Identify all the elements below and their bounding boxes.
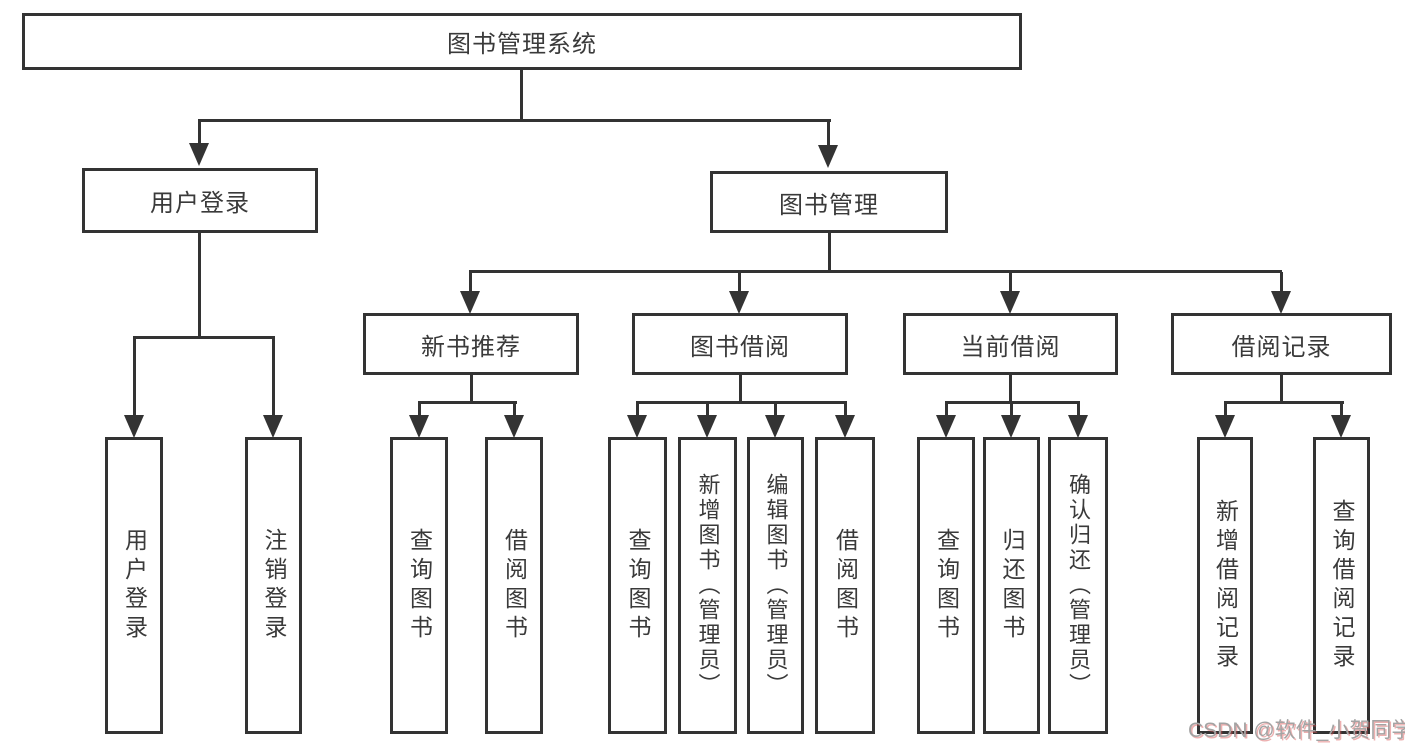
arrow-to-leaf-br-0-stem (1224, 403, 1227, 416)
leaf-label: 借阅图书 (501, 527, 528, 644)
connector-new-book-branch (418, 401, 517, 404)
connector-current-borrow-branch (945, 401, 1080, 404)
node-label: 用户登录 (150, 190, 250, 217)
leaf-br-query-record: 查询借阅记录 (1313, 437, 1370, 734)
connector-borrow-records-stem (1280, 375, 1283, 404)
leaf-nb-query-book: 查询图书 (390, 437, 448, 734)
leaf-br-add-record: 新增借阅记录 (1197, 437, 1253, 734)
connector-new-book-stem (470, 375, 473, 404)
node-new-book: 新书推荐 (363, 313, 579, 375)
arrow-to-book-borrow-stem (738, 272, 741, 292)
connector-root-stem (520, 70, 523, 121)
leaf-label: 注销登录 (261, 527, 287, 644)
connector-user-login-stem (198, 233, 201, 339)
leaf-bb-borrow-book: 借阅图书 (815, 437, 875, 734)
node-label: 当前借阅 (960, 333, 1061, 361)
node-label: 借阅记录 (1231, 333, 1332, 361)
leaf-logout: 注销登录 (245, 437, 302, 734)
leaf-bb-add-book-admin: 新增图书（管理员） (678, 437, 737, 734)
leaf-label: 借阅图书 (832, 527, 859, 644)
arrow-to-book-mgmt-stem (827, 120, 830, 146)
arrow-to-user-login-stem (198, 120, 201, 144)
arrow-to-leaf-logout-stem (272, 338, 275, 417)
arrow-to-new-book-stem (469, 272, 472, 292)
arrow-to-leaf-cb-0-head (936, 415, 956, 438)
leaf-label: 编辑图书（管理员） (763, 473, 789, 698)
arrow-to-current-borrow-stem (1009, 272, 1012, 292)
leaf-label: 新增图书（管理员） (695, 473, 721, 698)
arrow-to-leaf-cb-2-head (1068, 415, 1088, 438)
connector-book-mgmt-stem (828, 233, 831, 273)
leaf-label: 确认归还（管理员） (1066, 473, 1091, 698)
arrow-to-borrow-records-head (1271, 291, 1291, 314)
leaf-cb-query-book: 查询图书 (917, 437, 975, 734)
leaf-label: 归还图书 (999, 527, 1025, 644)
arrow-to-leaf-user-login-stem (133, 338, 136, 417)
leaf-label: 查询图书 (406, 527, 433, 644)
connector-book-mgmt-branch (469, 270, 1282, 273)
leaf-cb-confirm-return-admin: 确认归还（管理员） (1048, 437, 1108, 734)
arrow-to-borrow-records-stem (1280, 272, 1283, 292)
arrow-to-leaf-bb-1-stem (706, 403, 709, 416)
arrow-to-leaf-br-0-head (1215, 415, 1235, 438)
connector-current-borrow-stem (1009, 375, 1012, 404)
node-label: 图书管理系统 (447, 31, 597, 58)
connector-borrow-records-branch (1224, 401, 1344, 404)
arrow-to-current-borrow-head (1000, 291, 1020, 314)
leaf-label: 查询图书 (625, 527, 651, 644)
arrow-to-leaf-nb-0-head (409, 415, 429, 438)
arrow-to-leaf-nb-1-head (504, 415, 524, 438)
arrow-to-leaf-br-1-stem (1340, 403, 1343, 416)
node-label: 图书借阅 (690, 333, 790, 361)
leaf-label: 用户登录 (121, 527, 148, 644)
node-book-borrow: 图书借阅 (632, 313, 848, 375)
connector-book-borrow-branch (636, 401, 847, 404)
leaf-nb-borrow-book: 借阅图书 (485, 437, 543, 734)
arrow-to-leaf-nb-0-stem (418, 403, 421, 416)
arrow-to-user-login-head (189, 143, 209, 166)
arrow-to-leaf-bb-3-head (835, 415, 855, 438)
node-borrow-records: 借阅记录 (1171, 313, 1392, 375)
arrow-to-leaf-user-login-head (124, 415, 144, 438)
arrow-to-leaf-bb-3-stem (844, 403, 847, 416)
connector-user-login-branch (133, 336, 275, 339)
arrow-to-leaf-cb-1-head (1001, 415, 1021, 438)
arrow-to-new-book-head (460, 291, 480, 314)
arrow-to-leaf-cb-1-stem (1010, 403, 1013, 416)
arrow-to-leaf-bb-1-head (697, 415, 717, 438)
arrow-to-leaf-bb-0-head (627, 415, 647, 438)
leaf-label: 查询图书 (933, 527, 960, 644)
leaf-label: 查询借阅记录 (1329, 498, 1355, 673)
leaf-user-login: 用户登录 (105, 437, 163, 734)
arrow-to-leaf-logout-head (263, 415, 283, 438)
node-label: 图书管理 (779, 191, 879, 219)
leaf-cb-return-book: 归还图书 (983, 437, 1040, 734)
node-book-mgmt: 图书管理 (710, 171, 948, 233)
csdn-watermark: CSDN @软件_小贺同学 (1188, 719, 1405, 742)
leaf-bb-query-book: 查询图书 (608, 437, 667, 734)
arrow-to-leaf-bb-2-head (765, 415, 785, 438)
arrow-to-leaf-bb-0-stem (636, 403, 639, 416)
leaf-label: 新增借阅记录 (1212, 498, 1239, 673)
node-label: 新书推荐 (421, 333, 521, 361)
connector-root-branch (198, 119, 831, 122)
arrow-to-leaf-nb-1-stem (513, 403, 516, 416)
arrow-to-leaf-cb-2-stem (1077, 403, 1080, 416)
arrow-to-book-mgmt-head (818, 145, 838, 168)
node-user-login: 用户登录 (82, 168, 318, 233)
arrow-to-leaf-cb-0-stem (945, 403, 948, 416)
leaf-bb-edit-book-admin: 编辑图书（管理员） (747, 437, 804, 734)
arrow-to-leaf-br-1-head (1331, 415, 1351, 438)
node-root: 图书管理系统 (22, 13, 1022, 70)
arrow-to-book-borrow-head (729, 291, 749, 314)
connector-book-borrow-stem (739, 375, 742, 404)
node-current-borrow: 当前借阅 (903, 313, 1118, 375)
arrow-to-leaf-bb-2-stem (774, 403, 777, 416)
